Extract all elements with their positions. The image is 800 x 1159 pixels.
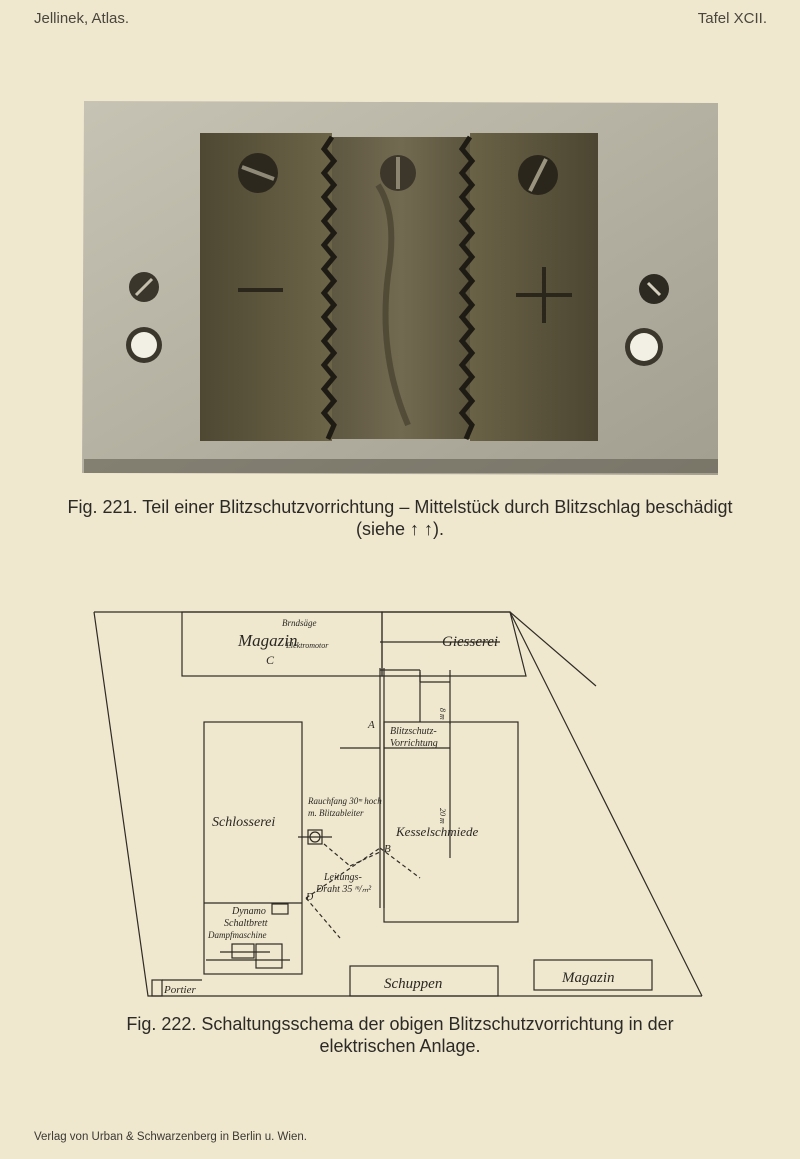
label-d: D [305, 892, 314, 903]
figure-221-caption-line2: (siehe ↑ ↑). [355, 519, 445, 539]
label-leitungs-1: Leitungs- [323, 872, 362, 883]
figure-222-caption-line1: Fig. 222. Schaltungsschema der obigen Bl… [126, 1014, 674, 1034]
building-giesserei [381, 611, 527, 677]
label-schuppen: Schuppen [384, 976, 442, 992]
boundary-left-bottom [93, 611, 702, 997]
label-rauchfang-1: Rauchfang 30ᵐ hoch [307, 796, 382, 806]
header-plate: Tafel XCII. [697, 10, 767, 27]
label-portier: Portier [163, 984, 196, 996]
building-portier-box [151, 979, 163, 997]
label-brandsaege: Brndsäge [282, 618, 317, 628]
label-rauchfang-2: m. Blitzableiter [308, 808, 364, 818]
label-distance-20m: 20 m [438, 808, 447, 824]
figure-221-caption-line1: Fig. 221. Teil einer Blitzschutzvorricht… [67, 497, 733, 517]
label-magazin-br: Magazin [561, 970, 615, 986]
publisher-footer: Verlag von Urban & Schwarzenberg in Berl… [34, 1131, 307, 1143]
building-magazin-br [533, 959, 653, 991]
label-a: A [367, 719, 375, 731]
label-schaltbrett: Schaltbrett [224, 918, 268, 929]
label-kesselschmiede: Kesselschmiede [395, 824, 479, 839]
label-elektromotor: Elektromotor [285, 641, 329, 650]
figure-222-caption: Fig. 222. Schaltungsschema der obigen Bl… [40, 1013, 760, 1057]
building-schlosserei [203, 721, 303, 975]
label-giesserei: Giesserei [442, 634, 498, 650]
header-atlas: Jellinek, Atlas. [34, 10, 130, 27]
label-dynamo: Dynamo [231, 906, 266, 917]
label-blitzschutz-1: Blitzschutz- [390, 726, 437, 737]
label-schlosserei: Schlosserei [212, 815, 275, 830]
label-magazin-top: Magazin [237, 631, 298, 650]
label-c: C [266, 653, 275, 667]
boundary-top [94, 611, 597, 687]
figure-222-caption-line2: elektrischen Anlage. [319, 1036, 481, 1056]
label-blitzschutz-2: Vorrichtung [390, 738, 438, 749]
figure-221-caption: Fig. 221. Teil einer Blitzschutzvorricht… [40, 496, 760, 540]
label-distance-8m: 8 m [438, 708, 447, 720]
wiring-diagram: Magazin Brndsäge Elektromotor Giesserei … [93, 611, 703, 997]
boundary-right [509, 611, 703, 997]
building-kesselschmiede [383, 721, 519, 923]
label-leitungs-2: Draht 35 ᵐ/ₘ² [315, 884, 372, 895]
label-b: B [384, 843, 391, 855]
building-schuppen [349, 965, 499, 997]
photo-lightning-arrester [78, 95, 720, 480]
label-dampfmaschine: Dampfmaschine [207, 930, 267, 940]
